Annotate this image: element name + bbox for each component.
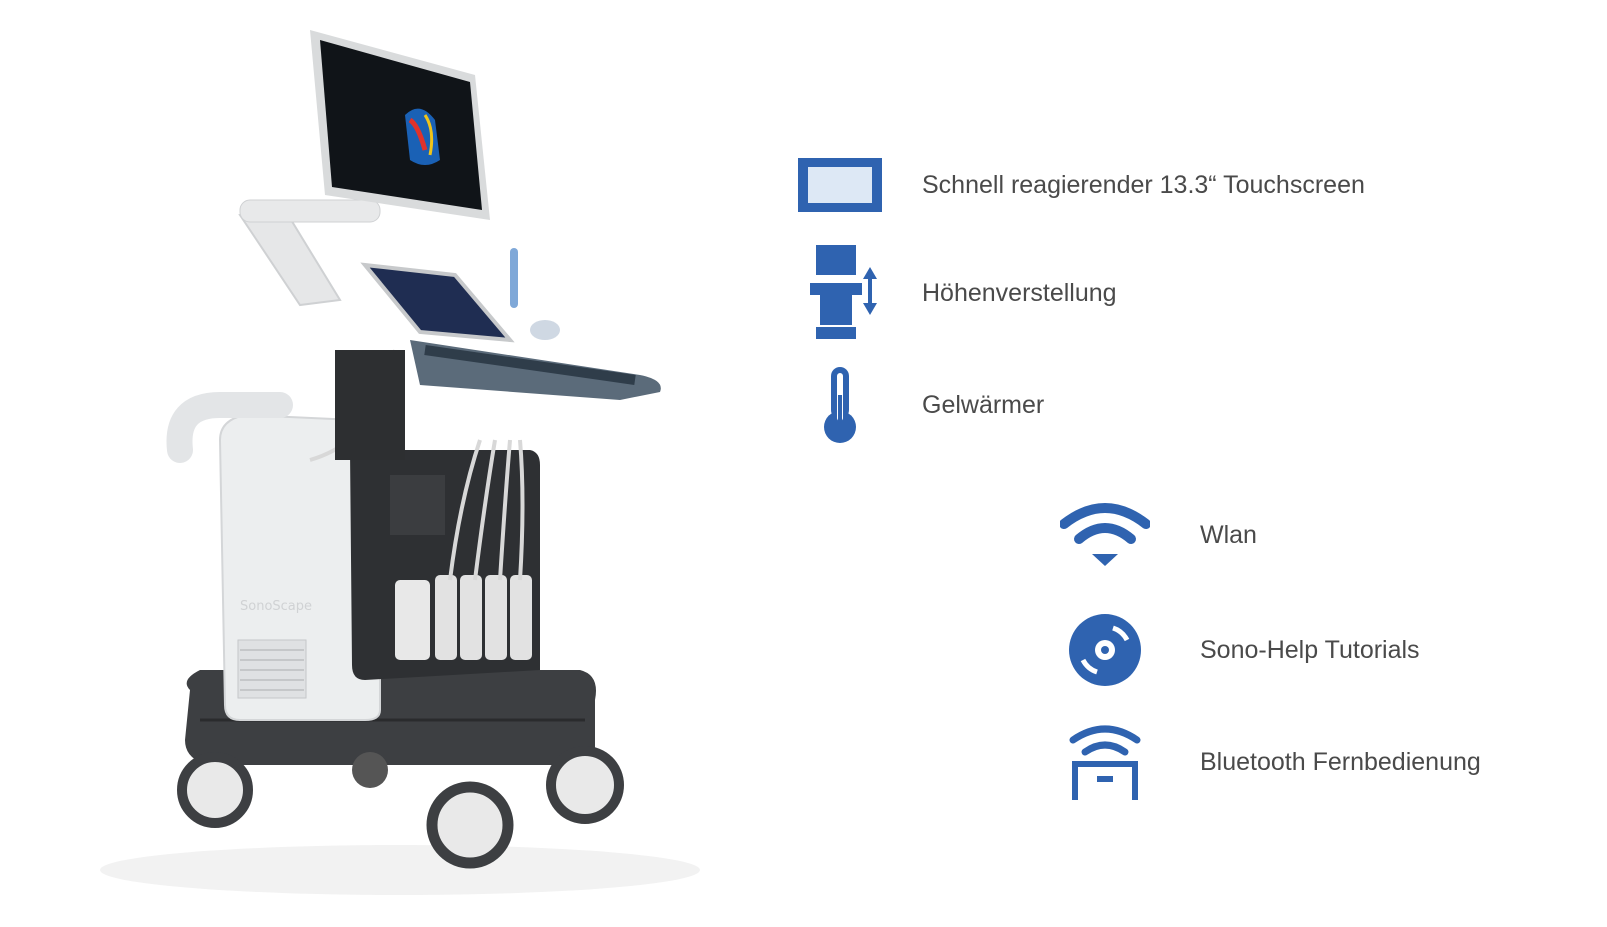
feature-label: Bluetooth Fernbedienung (1200, 747, 1481, 776)
feature-label: Gelwärmer (922, 390, 1045, 419)
monitor (310, 30, 490, 220)
feature-label: Höhenverstellung (922, 278, 1117, 307)
feature-label: Schnell reagierender 13.3“ Touchscreen (922, 170, 1365, 199)
feature-wlan: Wlan (1060, 490, 1257, 580)
disc-icon (1060, 605, 1150, 695)
brand-logo: SonoScape (240, 599, 312, 614)
wheel (177, 746, 624, 869)
ultrasound-system-image: SonoScape (100, 30, 700, 895)
probe-holder (395, 575, 532, 660)
wifi-icon (1060, 490, 1150, 580)
feature-label: Wlan (1200, 520, 1257, 549)
feature-bluetooth-remote: Bluetooth Fernbedienung (1060, 717, 1481, 807)
feature-gel-warmer: Gelwärmer (795, 360, 1044, 450)
thermometer-icon (795, 360, 885, 450)
bluetooth-remote-icon (1060, 717, 1150, 807)
touchscreen-icon (795, 140, 885, 230)
feature-label: Sono-Help Tutorials (1200, 635, 1420, 664)
feature-sono-help: Sono-Help Tutorials (1060, 605, 1420, 695)
height-adjust-icon (795, 245, 885, 339)
feature-touchscreen: Schnell reagierender 13.3“ Touchscreen (795, 140, 1365, 230)
feature-height-adjustment: Höhenverstellung (795, 245, 1117, 339)
